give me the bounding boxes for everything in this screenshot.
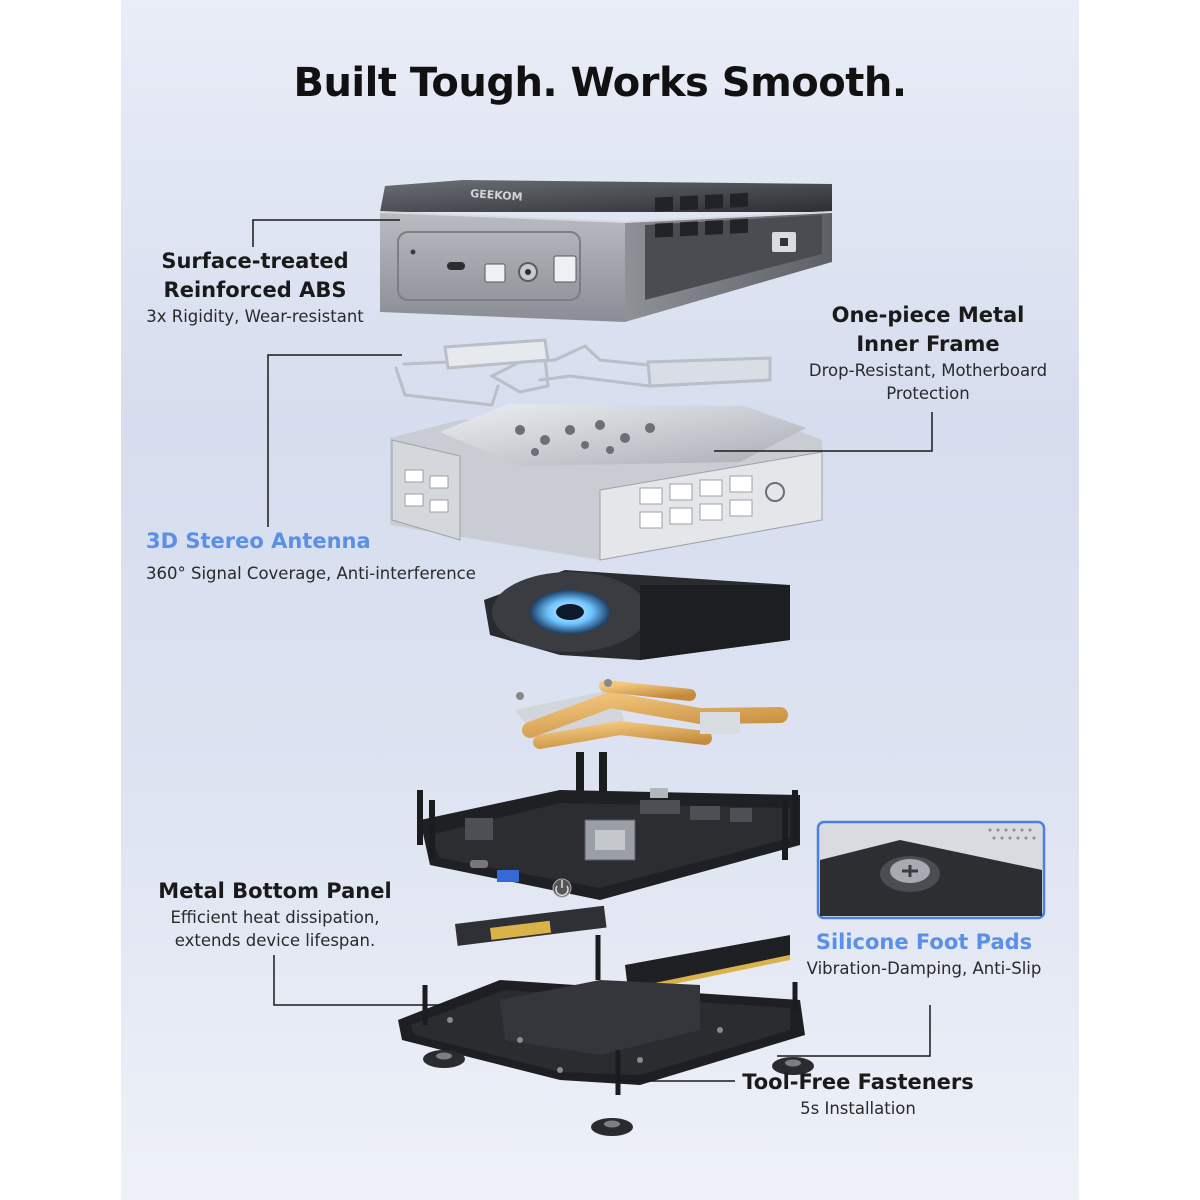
bottom-metal-panel [398, 935, 805, 1095]
callout-frame: One-piece Metal Inner Frame Drop-Resista… [790, 301, 1066, 405]
antenna-wires [394, 338, 772, 407]
side-vent-grille [645, 192, 822, 300]
top-chassis: GEEKOM [379, 180, 833, 322]
callout-fasteners-title: Tool-Free Fasteners [742, 1070, 974, 1094]
callout-frame-desc-1: Drop-Resistant, Motherboard [808, 361, 1048, 380]
inner-metal-frame [390, 404, 823, 561]
motherboard [417, 788, 800, 900]
foot-pad-inset [816, 820, 1046, 920]
silicone-foot-pads [423, 1050, 814, 1136]
brand-mark: GEEKOM [470, 187, 523, 204]
heatsink-standoffs [576, 752, 607, 795]
port-panel [397, 231, 581, 301]
callout-fasteners-desc: 5s Installation [800, 1099, 916, 1118]
callout-foot-pads-title: Silicone Foot Pads [815, 930, 1033, 954]
callout-frame-title-1: One-piece Metal [831, 303, 1025, 327]
power-button [553, 255, 577, 283]
usb-c-port-icon [650, 788, 668, 798]
usb-c-port-icon [447, 262, 465, 270]
callout-frame-title-2: Inner Frame [856, 332, 1000, 356]
callout-antenna: 3D Stereo Antenna 360° Signal Coverage, … [146, 527, 526, 585]
callout-foot-pads-desc: Vibration-Damping, Anti-Slip [806, 959, 1042, 978]
ram-module [625, 935, 790, 990]
page-headline: Built Tough. Works Smooth. [293, 60, 907, 106]
callout-bottom-panel: Metal Bottom Panel Efficient heat dissip… [140, 877, 410, 952]
callout-bottom-panel-desc-2: extends device lifespan. [174, 931, 376, 950]
usb-a-port-icon [497, 870, 519, 882]
callout-antenna-desc: 360° Signal Coverage, Anti-interference [146, 564, 476, 583]
callout-bottom-panel-desc-1: Efficient heat dissipation, [170, 908, 380, 927]
callout-abs-desc: 3x Rigidity, Wear-resistant [146, 307, 364, 326]
usb-a-port-icon [484, 263, 506, 283]
callout-foot-pads: Silicone Foot Pads Vibration-Damping, An… [788, 928, 1060, 980]
callout-abs: Surface-treated Reinforced ABS 3x Rigidi… [120, 247, 390, 328]
copper-heatpipes [515, 679, 788, 749]
callout-antenna-title: 3D Stereo Antenna [146, 529, 371, 553]
callout-frame-desc-2: Protection [886, 384, 970, 403]
callout-fasteners: Tool-Free Fasteners 5s Installation [736, 1068, 980, 1120]
callout-abs-title-1: Surface-treated [161, 249, 349, 273]
leader-lines [252, 219, 933, 1082]
callout-abs-title-2: Reinforced ABS [163, 278, 347, 302]
led-indicator [410, 249, 416, 255]
cooling-fan [484, 570, 790, 660]
callout-bottom-panel-title: Metal Bottom Panel [158, 879, 392, 903]
